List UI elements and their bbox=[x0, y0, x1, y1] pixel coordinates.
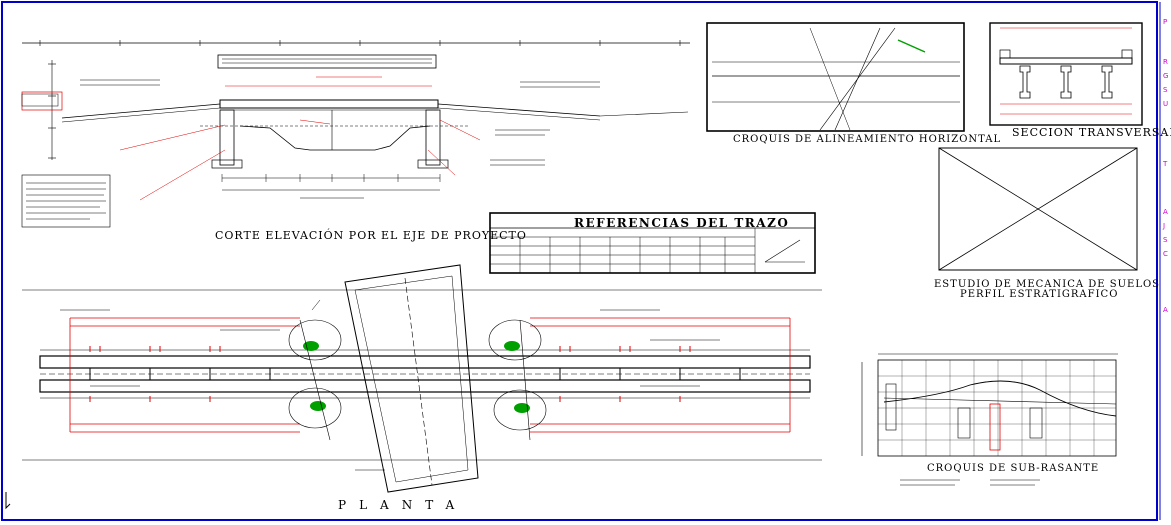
seccion-transversal-drawing bbox=[989, 22, 1143, 126]
referencias-table bbox=[489, 212, 816, 274]
planta-title: PLANTA bbox=[338, 498, 468, 512]
sidebar-letter: G bbox=[1163, 72, 1169, 80]
seccion-transversal-title: SECCION TRANSVERSAL bbox=[1012, 126, 1171, 139]
subrasante-drawing bbox=[861, 353, 1118, 486]
sidebar-letter: S bbox=[1163, 86, 1168, 94]
sidebar-letter: C bbox=[1163, 250, 1168, 258]
corte-elevacion-drawing bbox=[21, 40, 690, 228]
estudio-suelos-title: ESTUDIO DE MECANICA DE SUELOS bbox=[934, 279, 1161, 290]
sidebar-letter: P bbox=[1163, 18, 1168, 26]
referencias-title: REFERENCIAS DEL TRAZO bbox=[574, 216, 790, 230]
sidebar-letter: J bbox=[1163, 222, 1166, 230]
sheet-border bbox=[1, 1, 1158, 521]
estudio-suelos-box bbox=[938, 147, 1138, 271]
croquis-alineamiento-drawing bbox=[706, 22, 965, 132]
sidebar-letter: T bbox=[1163, 160, 1168, 168]
sidebar-letter: S bbox=[1163, 236, 1168, 244]
croquis-alineamiento-title: CROQUIS DE ALINEAMIENTO HORIZONTAL bbox=[733, 134, 1002, 145]
planta-drawing bbox=[22, 264, 822, 493]
sidebar-letter: R bbox=[1163, 58, 1168, 66]
sidebar-letter: A bbox=[1163, 208, 1168, 216]
perfil-estratigrafico-title: PERFIL ESTRATIGRAFICO bbox=[960, 289, 1119, 300]
sidebar-letter: U bbox=[1163, 100, 1169, 108]
subrasante-title: CROQUIS DE SUB-RASANTE bbox=[927, 463, 1100, 474]
corte-elevacion-title: CORTE ELEVACIÓN POR EL EJE DE PROYECTO bbox=[215, 229, 527, 242]
sidebar-letter: A bbox=[1163, 306, 1168, 314]
cursor-icon bbox=[5, 492, 11, 510]
